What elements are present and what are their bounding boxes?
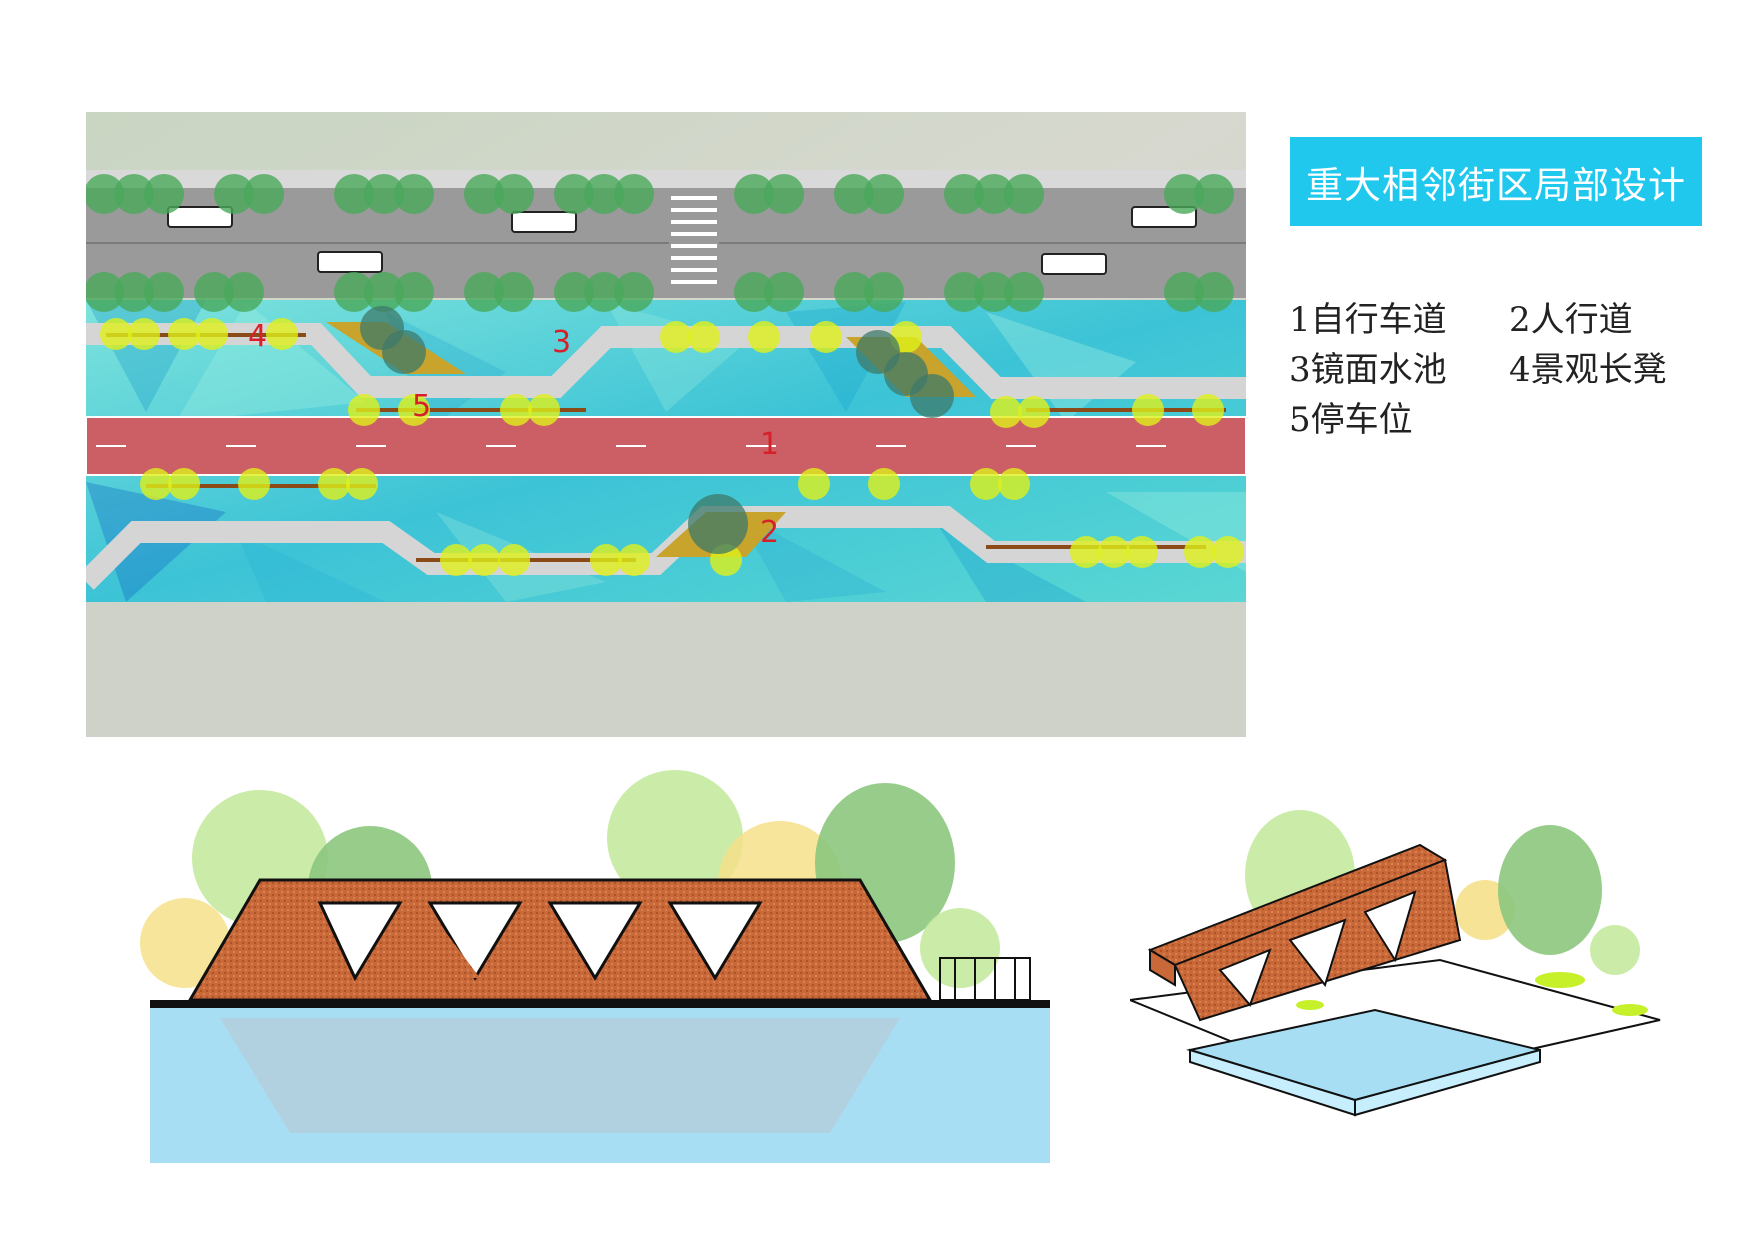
perspective-truss (1147, 843, 1462, 1022)
bridge-perspective (1126, 800, 1690, 1160)
car (1041, 253, 1107, 275)
lower-walkway (86, 506, 1246, 590)
car (167, 206, 233, 228)
site-plan: 1 2 3 4 5 (86, 112, 1246, 737)
car (511, 211, 577, 233)
legend-item-mirror-pool: 3镜面水池 (1289, 350, 1447, 390)
plan-marker-5: 5 (412, 389, 431, 424)
legend-item-bike-lane: 1自行车道 (1289, 300, 1447, 340)
plan-marker-3: 3 (552, 325, 571, 360)
plan-marker-1: 1 (760, 427, 779, 462)
bench (356, 408, 586, 412)
bike-lane (86, 416, 1246, 476)
ground-line (150, 1000, 1050, 1008)
legend-item-bench: 4景观长凳 (1509, 350, 1667, 390)
bike-rack (939, 957, 1031, 1001)
crosswalk (669, 188, 719, 298)
bridge-elevation (140, 768, 1060, 1178)
legend-item-parking: 5停车位 (1289, 400, 1413, 440)
page-title: 重大相邻街区局部设计 (1306, 163, 1686, 207)
car (317, 251, 383, 273)
title-banner: 重大相邻街区局部设计 (1290, 137, 1702, 226)
upper-walkway (86, 323, 1246, 399)
truss-bridge (187, 878, 933, 1002)
legend-item-sidewalk: 2人行道 (1509, 300, 1633, 340)
bench (1026, 408, 1226, 412)
plan-marker-4: 4 (248, 319, 267, 354)
plan-marker-2: 2 (760, 515, 779, 550)
